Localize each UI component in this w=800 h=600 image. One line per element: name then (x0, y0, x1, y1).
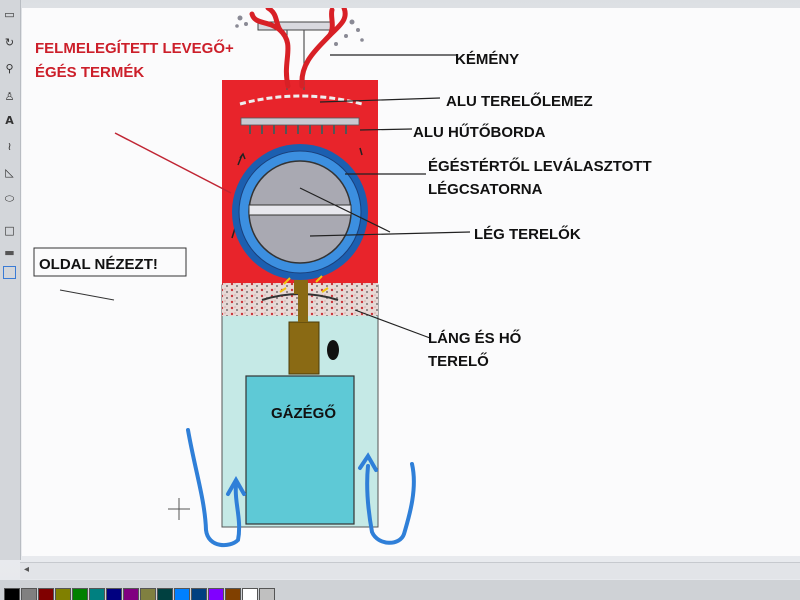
palette-swatch[interactable] (140, 588, 156, 600)
air-channel-label-2: LÉGCSATORNA (428, 181, 543, 198)
side-view-label: OLDAL NÉZEZT! (39, 256, 158, 273)
palette-swatch[interactable] (208, 588, 224, 600)
palette-swatch[interactable] (38, 588, 54, 600)
air-channel-drum (232, 144, 368, 280)
palette-swatch[interactable] (55, 588, 71, 600)
leader-lines (299, 54, 471, 339)
flame-deflector-label-1: LÁNG ÉS HŐ (428, 329, 522, 347)
alu-heatsink-label: ALU HŰTŐBORDA (413, 123, 546, 141)
ellipse-tool-icon[interactable]: ⬭ (4, 192, 15, 205)
alu-heatsink (240, 117, 360, 134)
filled-rect-tool-icon[interactable]: ▬ (4, 246, 15, 259)
brush-icon[interactable]: ♙ (4, 90, 15, 103)
horizontal-scrollbar[interactable]: ◂ (20, 562, 800, 579)
polygon-tool-icon[interactable]: ◺ (5, 166, 14, 179)
magnifier-icon[interactable]: ⚲ (5, 62, 14, 75)
palette-swatch[interactable] (174, 588, 190, 600)
air-deflectors-label: LÉG TERELŐK (474, 225, 581, 243)
drawing-canvas[interactable]: FELMELEGÍTETT LEVEGŐ+ ÉGÉS TERMÉK KÉMÉNY… (22, 5, 800, 556)
palette-swatch[interactable] (72, 588, 88, 600)
smoke-particles (235, 15, 364, 46)
palette-swatch[interactable] (191, 588, 207, 600)
palette-swatch[interactable] (225, 588, 241, 600)
select-tool-icon[interactable]: ▭ (4, 8, 15, 21)
air-channel-label-1: ÉGÉSTÉRTŐL LEVÁLASZTOTT (428, 157, 652, 175)
fill-style-option-icon[interactable] (3, 266, 16, 279)
flame-deflector-label-2: TERELŐ (428, 352, 489, 370)
palette-swatch[interactable] (21, 588, 37, 600)
air-inlet-arrows (186, 428, 416, 548)
side-view-box (33, 247, 187, 277)
crosshair-cursor-icon (168, 498, 190, 520)
heated-air-label: FELMELEGÍTETT LEVEGŐ+ (35, 39, 234, 57)
rotate-tool-icon[interactable]: ↻ (4, 36, 15, 49)
chimney-label: KÉMÉNY (455, 51, 519, 68)
air-deflector-bar (248, 204, 352, 216)
palette-swatch[interactable] (157, 588, 173, 600)
burner-label: GÁZÉGŐ (271, 404, 336, 422)
palette-swatch[interactable] (106, 588, 122, 600)
combustion-products-label: ÉGÉS TERMÉK (35, 64, 144, 81)
rectangle-tool-icon[interactable]: □ (4, 224, 15, 237)
palette-swatch[interactable] (259, 588, 275, 600)
exhaust-flow-lines (249, 5, 348, 89)
curve-tool-icon[interactable]: ≀ (7, 140, 12, 153)
red-leader-line (114, 132, 232, 194)
scroll-left-arrow-icon[interactable]: ◂ (24, 564, 30, 575)
tool-box: ▭ ↻ ⚲ ♙ A ≀ ◺ ⬭ □ ▬ (0, 0, 21, 560)
text-tool-icon[interactable]: A (5, 114, 14, 127)
heater-diagram: FELMELEGÍTETT LEVEGŐ+ ÉGÉS TERMÉK KÉMÉNY… (33, 5, 652, 548)
palette-swatch[interactable] (123, 588, 139, 600)
chimney (257, 21, 333, 90)
color-palette (0, 580, 800, 600)
flame-and-heat-deflector (261, 275, 339, 375)
stray-line (59, 289, 115, 301)
gas-burner-box (245, 375, 355, 525)
alu-deflector-label: ALU TERELŐLEMEZ (446, 92, 593, 110)
palette-swatch[interactable] (89, 588, 105, 600)
palette-swatch[interactable] (4, 588, 20, 600)
palette-swatch[interactable] (242, 588, 258, 600)
